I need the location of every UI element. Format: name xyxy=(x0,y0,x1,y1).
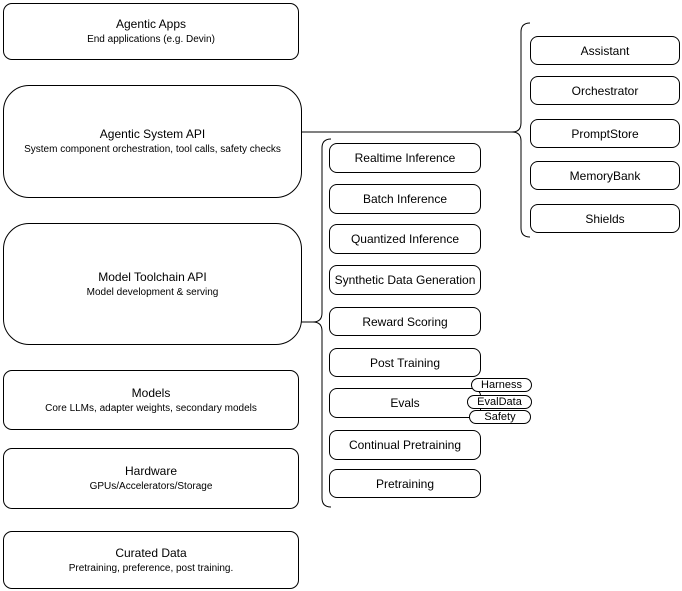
tag-label: Safety xyxy=(484,410,516,423)
node-label: Post Training xyxy=(369,355,441,370)
node-subtitle: End applications (e.g. Devin) xyxy=(87,34,215,45)
node-label: Evals xyxy=(390,396,420,410)
node-promptstore: PromptStore xyxy=(530,119,680,148)
tag-harness: Harness xyxy=(471,378,532,392)
node-label: Assistant xyxy=(580,43,630,58)
node-orchestrator: Orchestrator xyxy=(530,76,680,105)
node-label: Realtime Inference xyxy=(354,151,456,165)
node-subtitle: Core LLMs, adapter weights, secondary mo… xyxy=(45,402,257,414)
node-label: Batch Inference xyxy=(362,192,448,206)
node-models: Models Core LLMs, adapter weights, secon… xyxy=(3,370,299,430)
node-assistant: Assistant xyxy=(530,36,680,65)
node-label: Quantized Inference xyxy=(350,232,460,246)
node-post-training: Post Training xyxy=(329,348,481,377)
node-title: Hardware xyxy=(124,464,178,478)
node-subtitle: Model development & serving xyxy=(86,286,219,298)
node-agentic-apps: Agentic Apps End applications (e.g. Devi… xyxy=(3,3,299,60)
node-label: PromptStore xyxy=(571,126,639,141)
node-label: Shields xyxy=(585,211,625,226)
node-title: Agentic Apps xyxy=(115,17,187,31)
tag-evaldata: EvalData xyxy=(467,395,532,409)
system-api-brace xyxy=(511,22,531,238)
node-hardware: Hardware GPUs/Accelerators/Storage xyxy=(3,448,299,509)
node-subtitle: GPUs/Accelerators/Storage xyxy=(89,481,213,492)
node-pretraining: Pretraining xyxy=(329,469,481,498)
node-agentic-system-api: Agentic System API System component orch… xyxy=(3,85,302,198)
node-curated-data: Curated Data Pretraining, preference, po… xyxy=(3,531,299,589)
node-memorybank: MemoryBank xyxy=(530,161,680,190)
node-title: Models xyxy=(131,385,171,400)
node-title: Agentic System API xyxy=(99,127,206,141)
node-subtitle: System component orchestration, tool cal… xyxy=(24,144,281,155)
tag-safety: Safety xyxy=(469,410,531,424)
node-label: Reward Scoring xyxy=(362,314,448,329)
node-title: Curated Data xyxy=(115,545,187,560)
node-evals: Evals xyxy=(329,388,481,418)
tag-label: Harness xyxy=(481,378,522,391)
node-quantized-inference: Quantized Inference xyxy=(329,224,481,254)
node-synthetic-data-generation: Synthetic Data Generation xyxy=(329,265,481,295)
node-label: Synthetic Data Generation xyxy=(334,273,476,287)
tag-label: EvalData xyxy=(477,395,522,408)
node-label: Pretraining xyxy=(375,476,435,491)
node-title: Model Toolchain API xyxy=(98,269,207,284)
node-label: Continual Pretraining xyxy=(348,438,462,452)
node-model-toolchain-api: Model Toolchain API Model development & … xyxy=(3,223,302,345)
node-label: Orchestrator xyxy=(571,83,639,98)
node-shields: Shields xyxy=(530,204,680,233)
node-realtime-inference: Realtime Inference xyxy=(329,143,481,173)
node-batch-inference: Batch Inference xyxy=(329,184,481,214)
node-subtitle: Pretraining, preference, post training. xyxy=(68,562,234,574)
node-reward-scoring: Reward Scoring xyxy=(329,307,481,336)
node-label: MemoryBank xyxy=(569,168,641,183)
node-continual-pretraining: Continual Pretraining xyxy=(329,430,481,460)
